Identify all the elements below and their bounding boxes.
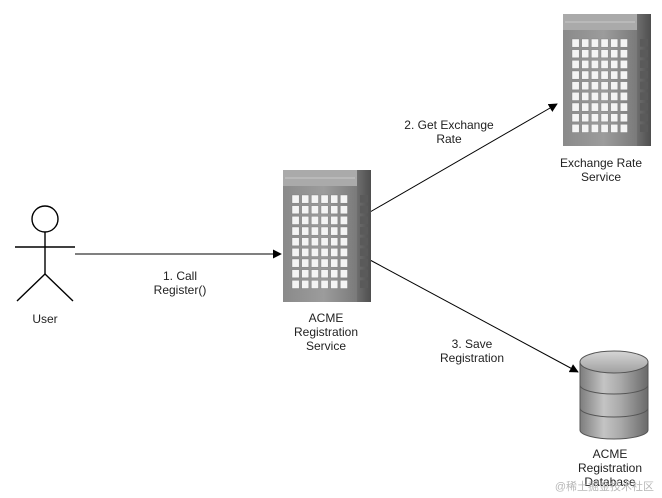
edge-save-registration — [369, 259, 579, 373]
edge-label-save-registration: 3. Save Registration — [420, 337, 524, 365]
registration-database-label: ACME Registration Database — [560, 447, 660, 489]
edge-label-line: Rate — [436, 132, 462, 146]
edge-get-exchange-rate — [369, 103, 558, 213]
registration-service-label-line: Registration — [293, 325, 359, 339]
registration-database-icon — [579, 350, 649, 440]
user-actor-icon — [15, 205, 75, 302]
exchange-rate-server-icon — [563, 14, 651, 146]
exchange-rate-service-label-line: Exchange Rate — [559, 156, 643, 170]
registration-service-label-line: Service — [305, 339, 346, 353]
registration-service-label-line: ACME — [308, 311, 344, 325]
edge-label-line: Registration — [439, 351, 505, 365]
registration-database-label-line: ACME — [592, 447, 628, 461]
edge-label-get-exchange-rate: 2. Get Exchange Rate — [392, 118, 506, 146]
registration-database-label-line: Registration — [577, 461, 643, 475]
exchange-rate-service-label: Exchange Rate Service — [546, 156, 656, 184]
registration-database-label-line: Database — [584, 475, 636, 489]
edge-label-line: 3. Save — [451, 337, 493, 351]
exchange-rate-service-label-line: Service — [580, 170, 621, 184]
edge-label-line: 2. Get Exchange — [404, 118, 494, 132]
registration-service-label: ACME Registration Service — [272, 311, 380, 353]
edge-label-line: Register() — [153, 283, 207, 297]
registration-service-server-icon — [283, 170, 371, 302]
user-label: User — [32, 312, 58, 326]
edge-label-line: 1. Call — [162, 269, 197, 283]
edge-label-call-register: 1. Call Register() — [130, 269, 230, 297]
watermark-text: @稀土掘金技术社区 — [554, 481, 654, 493]
